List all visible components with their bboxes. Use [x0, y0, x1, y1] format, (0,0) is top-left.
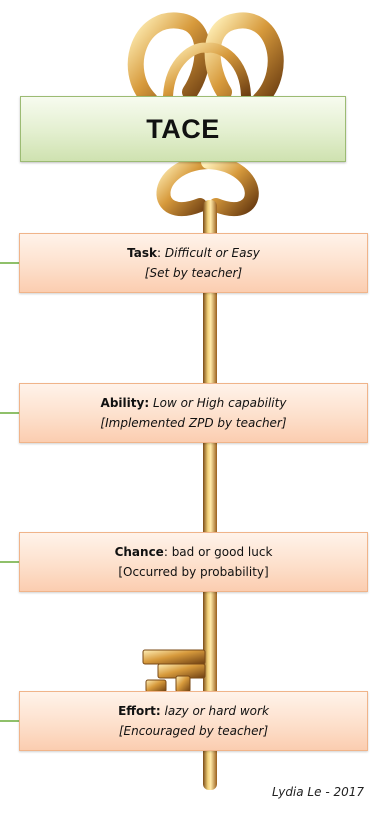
task-line: Task: Difficult or Easy — [127, 246, 260, 260]
diagram-title: TACE — [146, 113, 220, 144]
effort-term: Effort: — [118, 704, 161, 718]
box-ability: Ability: Low or High capability [Impleme… — [19, 383, 368, 443]
key-shaft — [203, 200, 217, 790]
chance-note: [Occurred by probability] — [118, 565, 269, 579]
effort-description: lazy or hard work — [164, 704, 269, 718]
box-chance: Chance: bad or good luck [Occurred by pr… — [19, 532, 368, 592]
key-bit — [142, 649, 206, 693]
effort-line: Effort: lazy or hard work — [118, 701, 269, 721]
chance-description: bad or good luck — [171, 545, 273, 559]
chance-line: Chance: bad or good luck — [114, 545, 273, 559]
ability-note: [Implemented ZPD by teacher] — [100, 416, 287, 430]
title-box: TACE — [20, 96, 346, 162]
box-effort: Effort: lazy or hard work [Encouraged by… — [19, 691, 368, 751]
ability-description: Low or High capability — [152, 396, 287, 410]
task-term: Task — [127, 246, 157, 260]
connector-arrows — [0, 256, 39, 728]
key-collar — [156, 155, 259, 217]
chance-term: Chance — [114, 545, 164, 559]
effort-note: [Encouraged by teacher] — [118, 724, 269, 738]
task-description: Difficult or Easy — [164, 246, 260, 260]
ability-term: Ability: — [100, 396, 150, 410]
box-task: Task: Difficult or Easy [Set by teacher] — [19, 233, 368, 293]
author-credit: Lydia Le - 2017 — [271, 785, 364, 799]
key-head — [127, 12, 284, 108]
ability-line: Ability: Low or High capability — [101, 393, 287, 413]
task-note: [Set by teacher] — [144, 266, 243, 280]
